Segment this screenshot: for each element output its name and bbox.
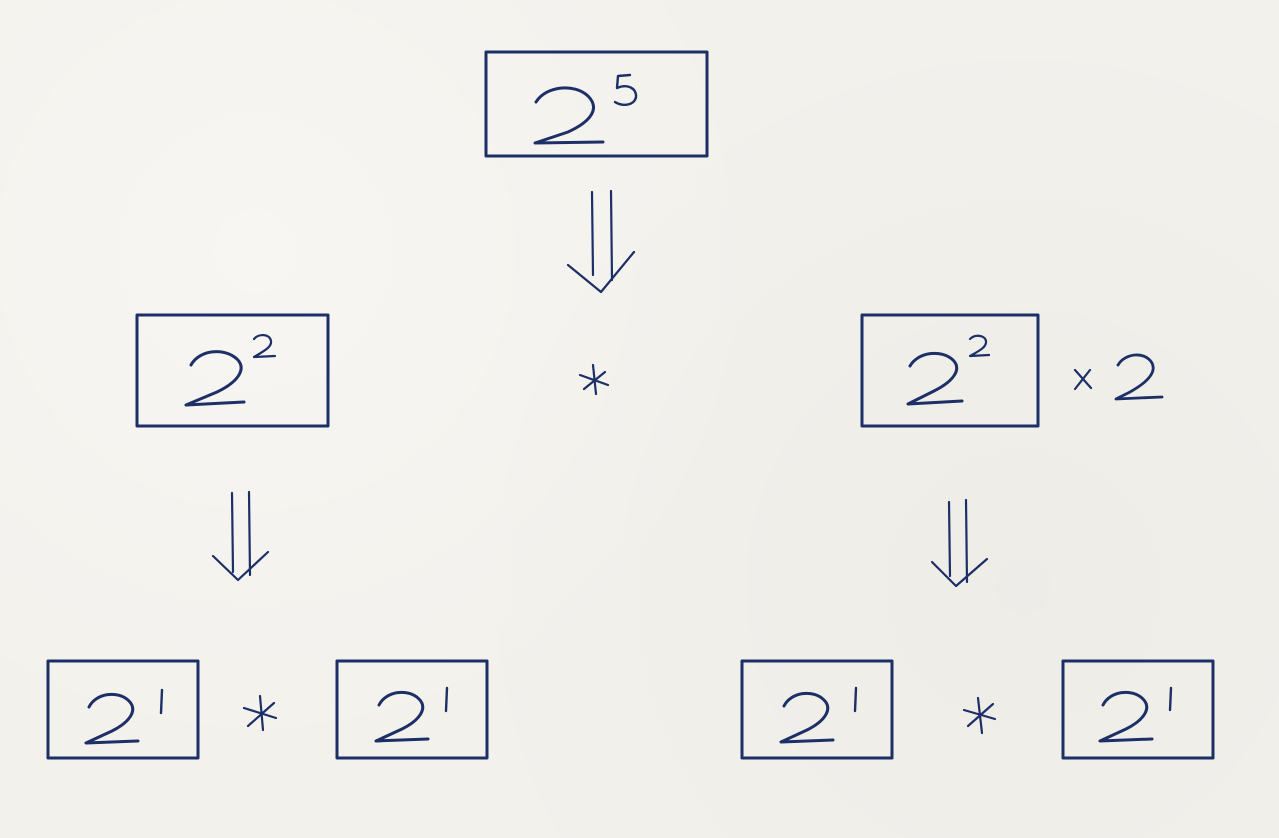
- left-mid-power-box: 2 2: [135, 313, 330, 428]
- down-arrow-left: [211, 490, 270, 582]
- root-power-box: 2 5: [484, 50, 709, 158]
- bottom-left-1-base: 2: [112, 719, 113, 721]
- bottom-left-2-base: 2: [402, 719, 403, 721]
- left-mid-exponent: 2: [262, 344, 263, 346]
- down-arrow-root: [566, 189, 636, 294]
- root-exponent-stroke: [613, 73, 638, 106]
- bottom-left-box-1: 2 1: [46, 659, 200, 760]
- center-multiply-operator: *: [578, 363, 610, 396]
- bottom-left-multiply-operator: *: [242, 694, 278, 732]
- down-arrow-right: [930, 498, 989, 588]
- times-two-annotation: x 2: [1073, 353, 1164, 401]
- bottom-left-box-2: 2 1: [335, 659, 489, 760]
- left-mid-base: 2: [220, 379, 221, 381]
- bottom-right-box-1: 2 1: [740, 659, 894, 760]
- bottom-right-1-base: 2: [807, 719, 808, 721]
- bottom-right-2-base: 2: [1126, 719, 1127, 721]
- bottom-right-multiply-operator: *: [962, 696, 997, 735]
- root-base-stroke: [533, 86, 605, 145]
- right-mid-exponent: 2: [978, 344, 979, 346]
- right-mid-power-box: 2 2: [860, 313, 1040, 428]
- root-base: 2: [596, 101, 597, 103]
- right-mid-base: 2: [938, 379, 939, 381]
- times-two-text: x 2: [1120, 379, 1122, 381]
- bottom-right-box-2: 2 1: [1061, 659, 1215, 760]
